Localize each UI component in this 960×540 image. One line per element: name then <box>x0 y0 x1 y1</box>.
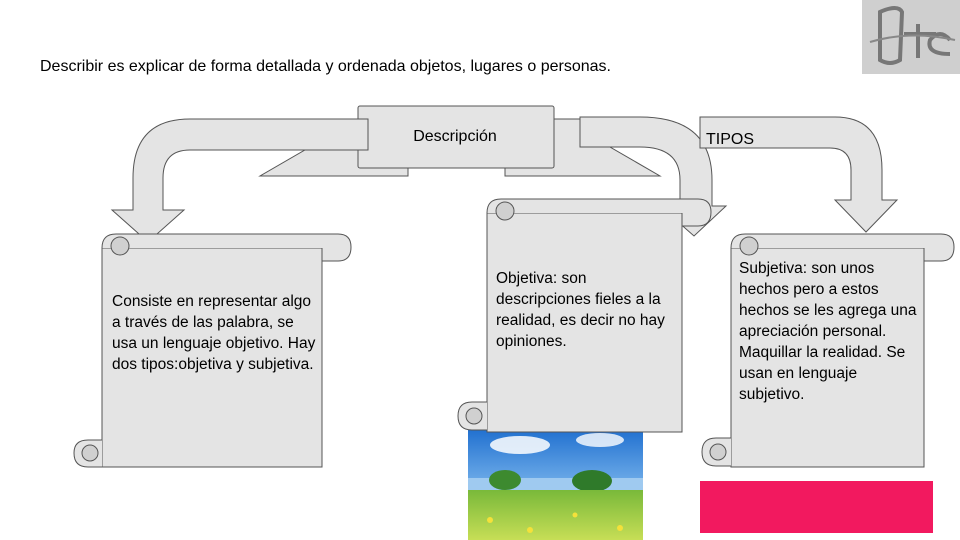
scroll-objetiva-text: Objetiva: son descripciones fieles a la … <box>496 270 665 350</box>
scroll-objetiva <box>457 198 712 433</box>
scroll-subjetiva <box>701 233 955 468</box>
curved-arrow-left <box>110 118 369 243</box>
scroll-subjetiva-text: Subjetiva: son unos hechos pero a estos … <box>739 260 917 403</box>
banner-label: Descripción <box>413 128 497 145</box>
logo-itc <box>862 0 960 74</box>
accent-rectangle <box>700 481 933 533</box>
definition-text: Describir es explicar de forma detallada… <box>40 58 611 75</box>
tipos-label: TIPOS <box>706 131 755 148</box>
curved-arrow-right <box>699 116 899 233</box>
landscape-image <box>468 428 643 540</box>
scroll-general-text: Consiste en representar algo a través de… <box>112 293 316 373</box>
scroll-general <box>73 233 352 468</box>
